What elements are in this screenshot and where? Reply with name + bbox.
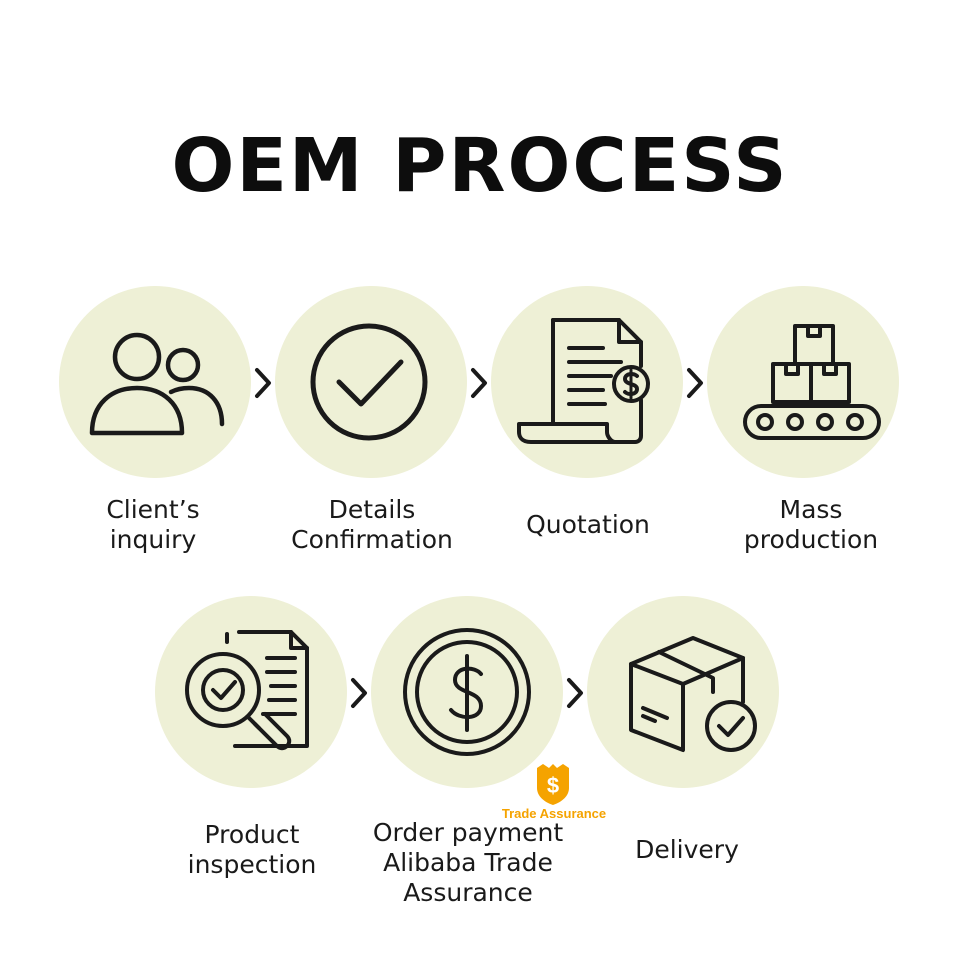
svg-text:$: $ [547,773,559,798]
step-circle-mass-production [707,286,899,478]
chevron-right-icon [471,368,487,398]
step-label-delivery: Delivery [635,835,739,864]
step-circle-order-payment [371,596,563,788]
step-label-details-confirmation: Details Confirmation [291,495,453,554]
chevron-right-icon [687,368,703,398]
arrow-3 [683,366,707,400]
users-icon [89,332,225,436]
check-circle-icon [310,323,428,441]
invoice-dollar-icon [517,318,650,444]
step-label-quotation: Quotation [526,510,650,539]
step-label-clients-inquiry: Client’s inquiry [106,495,200,554]
arrow-5 [563,676,587,710]
dollar-coin-icon [403,628,531,756]
step-circle-clients-inquiry [59,286,251,478]
conveyor-boxes-icon [743,324,881,440]
arrow-4 [347,676,371,710]
chevron-right-icon [567,678,583,708]
step-label-product-inspection: Product inspection [187,820,317,879]
chevron-right-icon [351,678,367,708]
step-circle-quotation [491,286,683,478]
trade-assurance-text: Trade Assurance [501,806,607,821]
arrow-2 [467,366,491,400]
step-circle-delivery [587,596,779,788]
package-check-icon [629,636,757,752]
arrow-1 [251,366,275,400]
step-circle-details-confirmation [275,286,467,478]
document-magnifier-check-icon [185,630,309,751]
page-title: OEM PROCESS [171,123,789,209]
trade-assurance-shield-icon: $ [537,764,569,805]
chevron-right-icon [255,368,271,398]
trade-assurance-badge: $ Trade Assurance [496,762,612,826]
step-circle-product-inspection [155,596,347,788]
step-label-mass-production: Mass production [743,495,879,554]
step-label-order-payment: Order payment Alibaba Trade Assurance [372,818,564,907]
